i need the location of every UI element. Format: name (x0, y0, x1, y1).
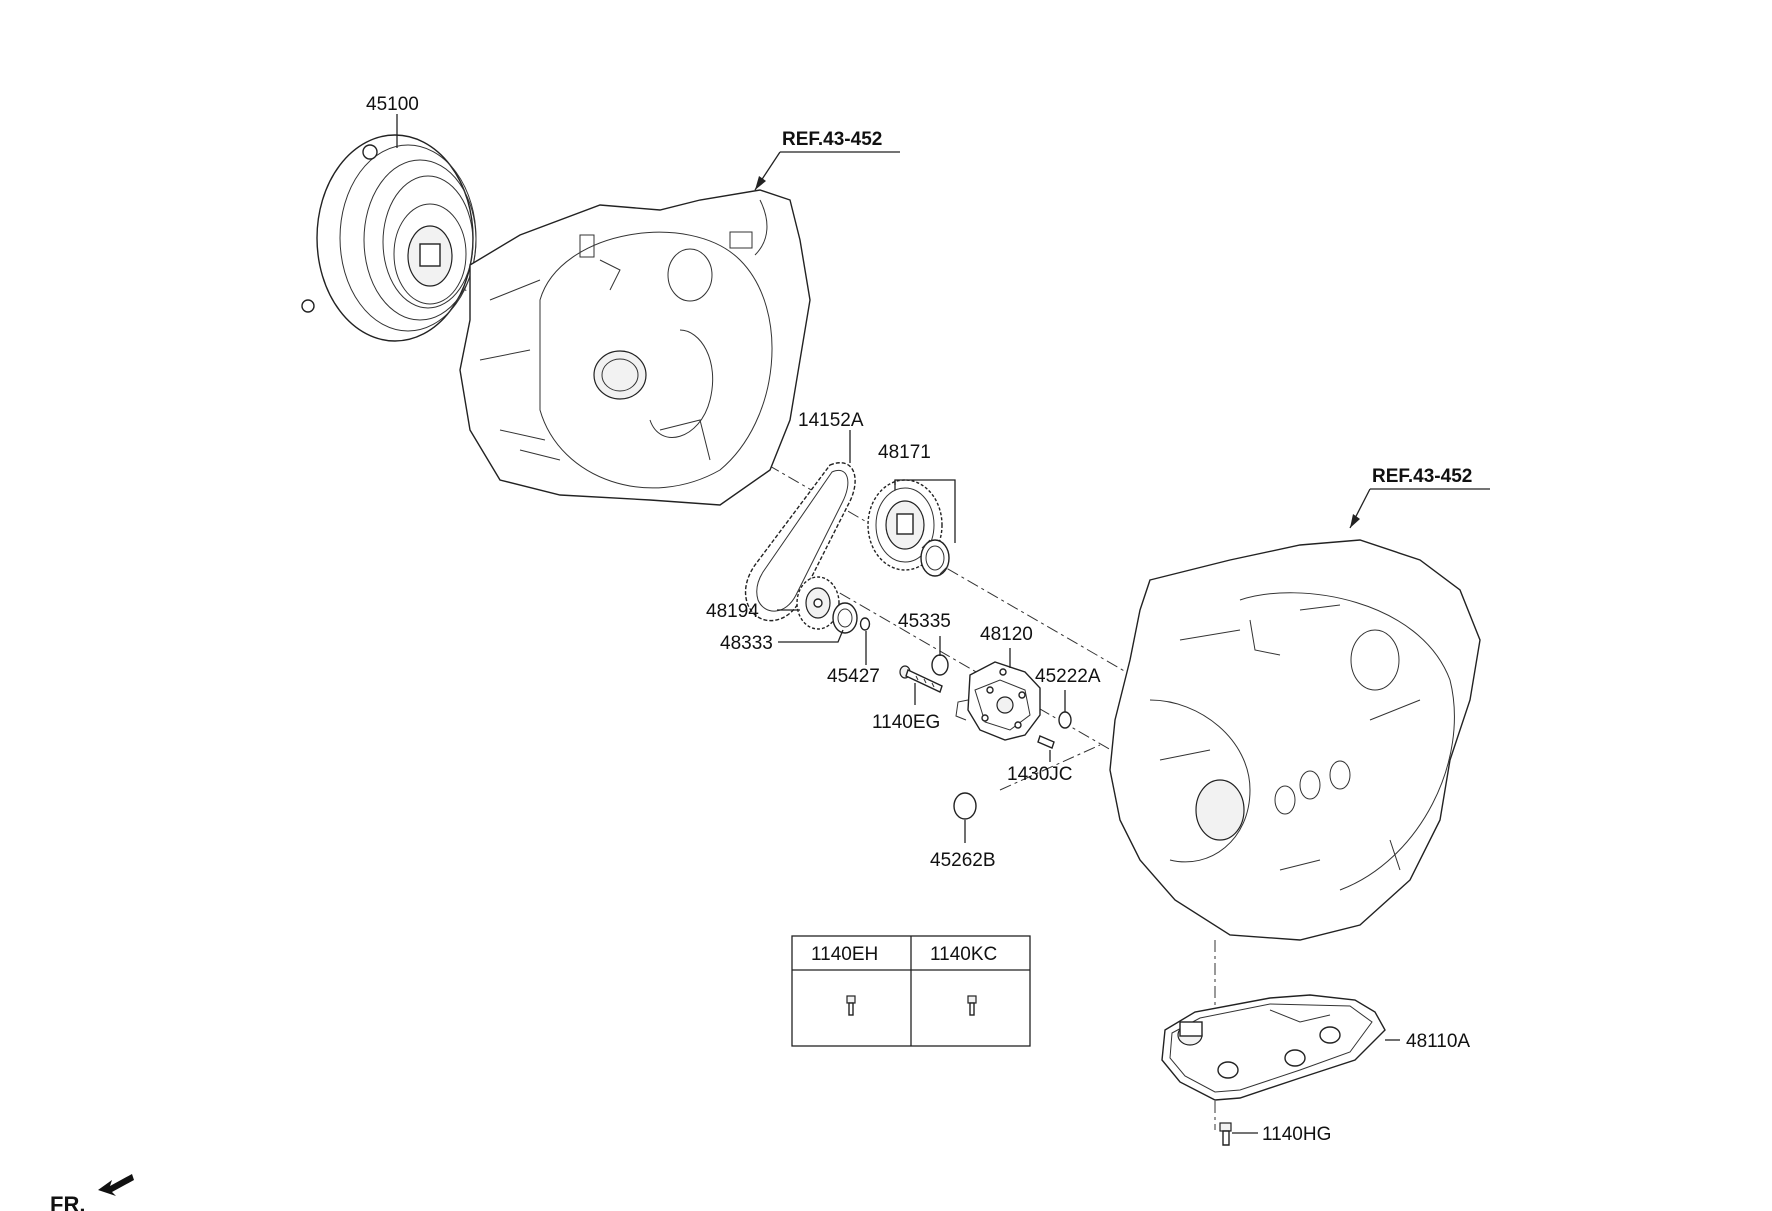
ref-lower-callout (1349, 488, 1490, 529)
label-48333[interactable]: 48333 (720, 633, 773, 654)
snap-ring[interactable] (859, 617, 871, 631)
label-45427[interactable]: 45427 (827, 666, 880, 687)
torque-converter[interactable] (301, 134, 477, 342)
front-direction-label: FR. (50, 1192, 85, 1211)
bolt-icon-1140kc (967, 995, 977, 1016)
transaxle-case-front[interactable] (459, 189, 811, 506)
filter-bolt[interactable] (1219, 1122, 1232, 1146)
label-45262b[interactable]: 45262B (930, 850, 996, 871)
drive-chain[interactable] (744, 462, 856, 622)
dowel-pin[interactable] (1037, 735, 1055, 749)
oil-filter[interactable] (1161, 994, 1386, 1101)
label-14152a[interactable]: 14152A (798, 410, 864, 431)
drive-sprocket[interactable] (796, 576, 840, 630)
sprocket-bushing[interactable] (920, 539, 950, 577)
label-45222a[interactable]: 45222A (1035, 666, 1101, 687)
label-45335[interactable]: 45335 (898, 611, 951, 632)
o-ring-45222a[interactable] (1058, 711, 1072, 729)
transaxle-case-rear[interactable] (1109, 539, 1481, 941)
seal-axis (999, 744, 1101, 791)
ref-upper-label[interactable]: REF.43-452 (782, 129, 882, 150)
label-1140eg[interactable]: 1140EG (872, 712, 940, 733)
label-48120[interactable]: 48120 (980, 624, 1033, 645)
label-48110a[interactable]: 48110A (1406, 1031, 1470, 1052)
label-1430jc[interactable]: 1430JC (1007, 764, 1073, 785)
front-arrow-icon (98, 1174, 134, 1196)
leader-lines (396, 114, 1400, 1134)
lower-axis (799, 569, 1181, 791)
o-ring-45335[interactable] (931, 654, 949, 676)
pump-bolt[interactable] (899, 665, 943, 693)
bearing[interactable] (832, 602, 858, 634)
label-48194[interactable]: 48194 (706, 601, 759, 622)
label-45100[interactable]: 45100 (366, 94, 419, 115)
ref-lower-label[interactable]: REF.43-452 (1372, 466, 1472, 487)
fastener-table (791, 935, 1031, 1047)
table-header-1140eh[interactable]: 1140EH (811, 944, 878, 965)
o-ring-45262b[interactable] (953, 792, 977, 820)
label-1140hg[interactable]: 1140HG (1262, 1124, 1331, 1145)
ref-upper-callout (754, 151, 900, 191)
bolt-icon-1140eh (846, 995, 856, 1016)
oil-pump[interactable] (955, 661, 1041, 741)
label-48171[interactable]: 48171 (878, 442, 931, 463)
table-header-1140kc[interactable]: 1140KC (930, 944, 997, 965)
